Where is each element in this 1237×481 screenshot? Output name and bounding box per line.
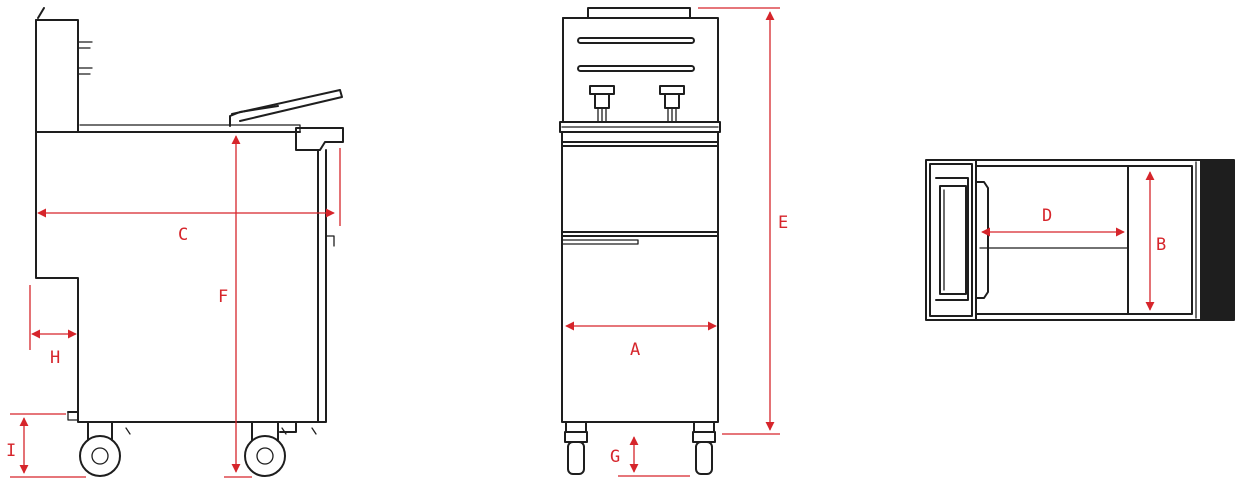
top-basket-frame: [935, 177, 969, 301]
front-backsplash: [562, 17, 719, 123]
side-flue: [35, 19, 79, 133]
label-a: A: [630, 340, 640, 360]
top-handle-loop: [975, 181, 989, 299]
label-d: D: [1042, 206, 1052, 226]
front-top-rim: [559, 121, 721, 133]
top-flue-band: [1200, 160, 1234, 320]
rear-caster: [79, 421, 121, 477]
side-back-foot-tab: [67, 411, 79, 421]
front-control-strip: [561, 141, 719, 147]
front-basket-hanger-lower: [577, 65, 695, 72]
label-g: G: [610, 447, 620, 467]
label-e: E: [778, 213, 788, 233]
front-view: [559, 7, 721, 475]
front-door-top-rail: [561, 231, 719, 237]
front-dimensions: A E G: [565, 7, 788, 477]
front-flue-cap: [587, 7, 691, 19]
label-f: F: [218, 287, 228, 307]
front-left-caster: [564, 421, 588, 475]
side-door-front: [317, 149, 327, 423]
top-front-ledge: [929, 163, 973, 317]
top-fry-pot: [975, 159, 1193, 321]
top-dimensions: D B: [981, 171, 1166, 311]
top-basket-handle: [939, 185, 967, 295]
side-basket-hanger-upper: [77, 41, 93, 49]
front-cabinet: [561, 131, 719, 423]
front-right-caster: [692, 421, 716, 475]
basket-handle: [231, 89, 343, 122]
side-view: [35, 7, 344, 477]
label-b: B: [1156, 235, 1166, 255]
front-door-handle: [561, 239, 639, 245]
side-dimensions: C F H I: [6, 135, 341, 478]
side-fry-pot-lip: [79, 124, 301, 133]
side-bottom-rail: [67, 411, 319, 423]
side-basket-hanger-lower: [77, 67, 93, 75]
top-view: [925, 159, 1235, 321]
left-basket: [589, 85, 615, 123]
front-caster: [244, 421, 297, 477]
front-basket-hanger-upper: [577, 37, 695, 44]
label-h: H: [50, 348, 60, 368]
side-front-ledge: [295, 127, 344, 151]
label-i: I: [6, 441, 16, 461]
label-c: C: [178, 225, 188, 245]
right-basket: [659, 85, 685, 123]
side-flue-vent: [37, 7, 45, 19]
side-door-handle: [325, 235, 335, 247]
side-cabinet-back: [35, 131, 79, 413]
